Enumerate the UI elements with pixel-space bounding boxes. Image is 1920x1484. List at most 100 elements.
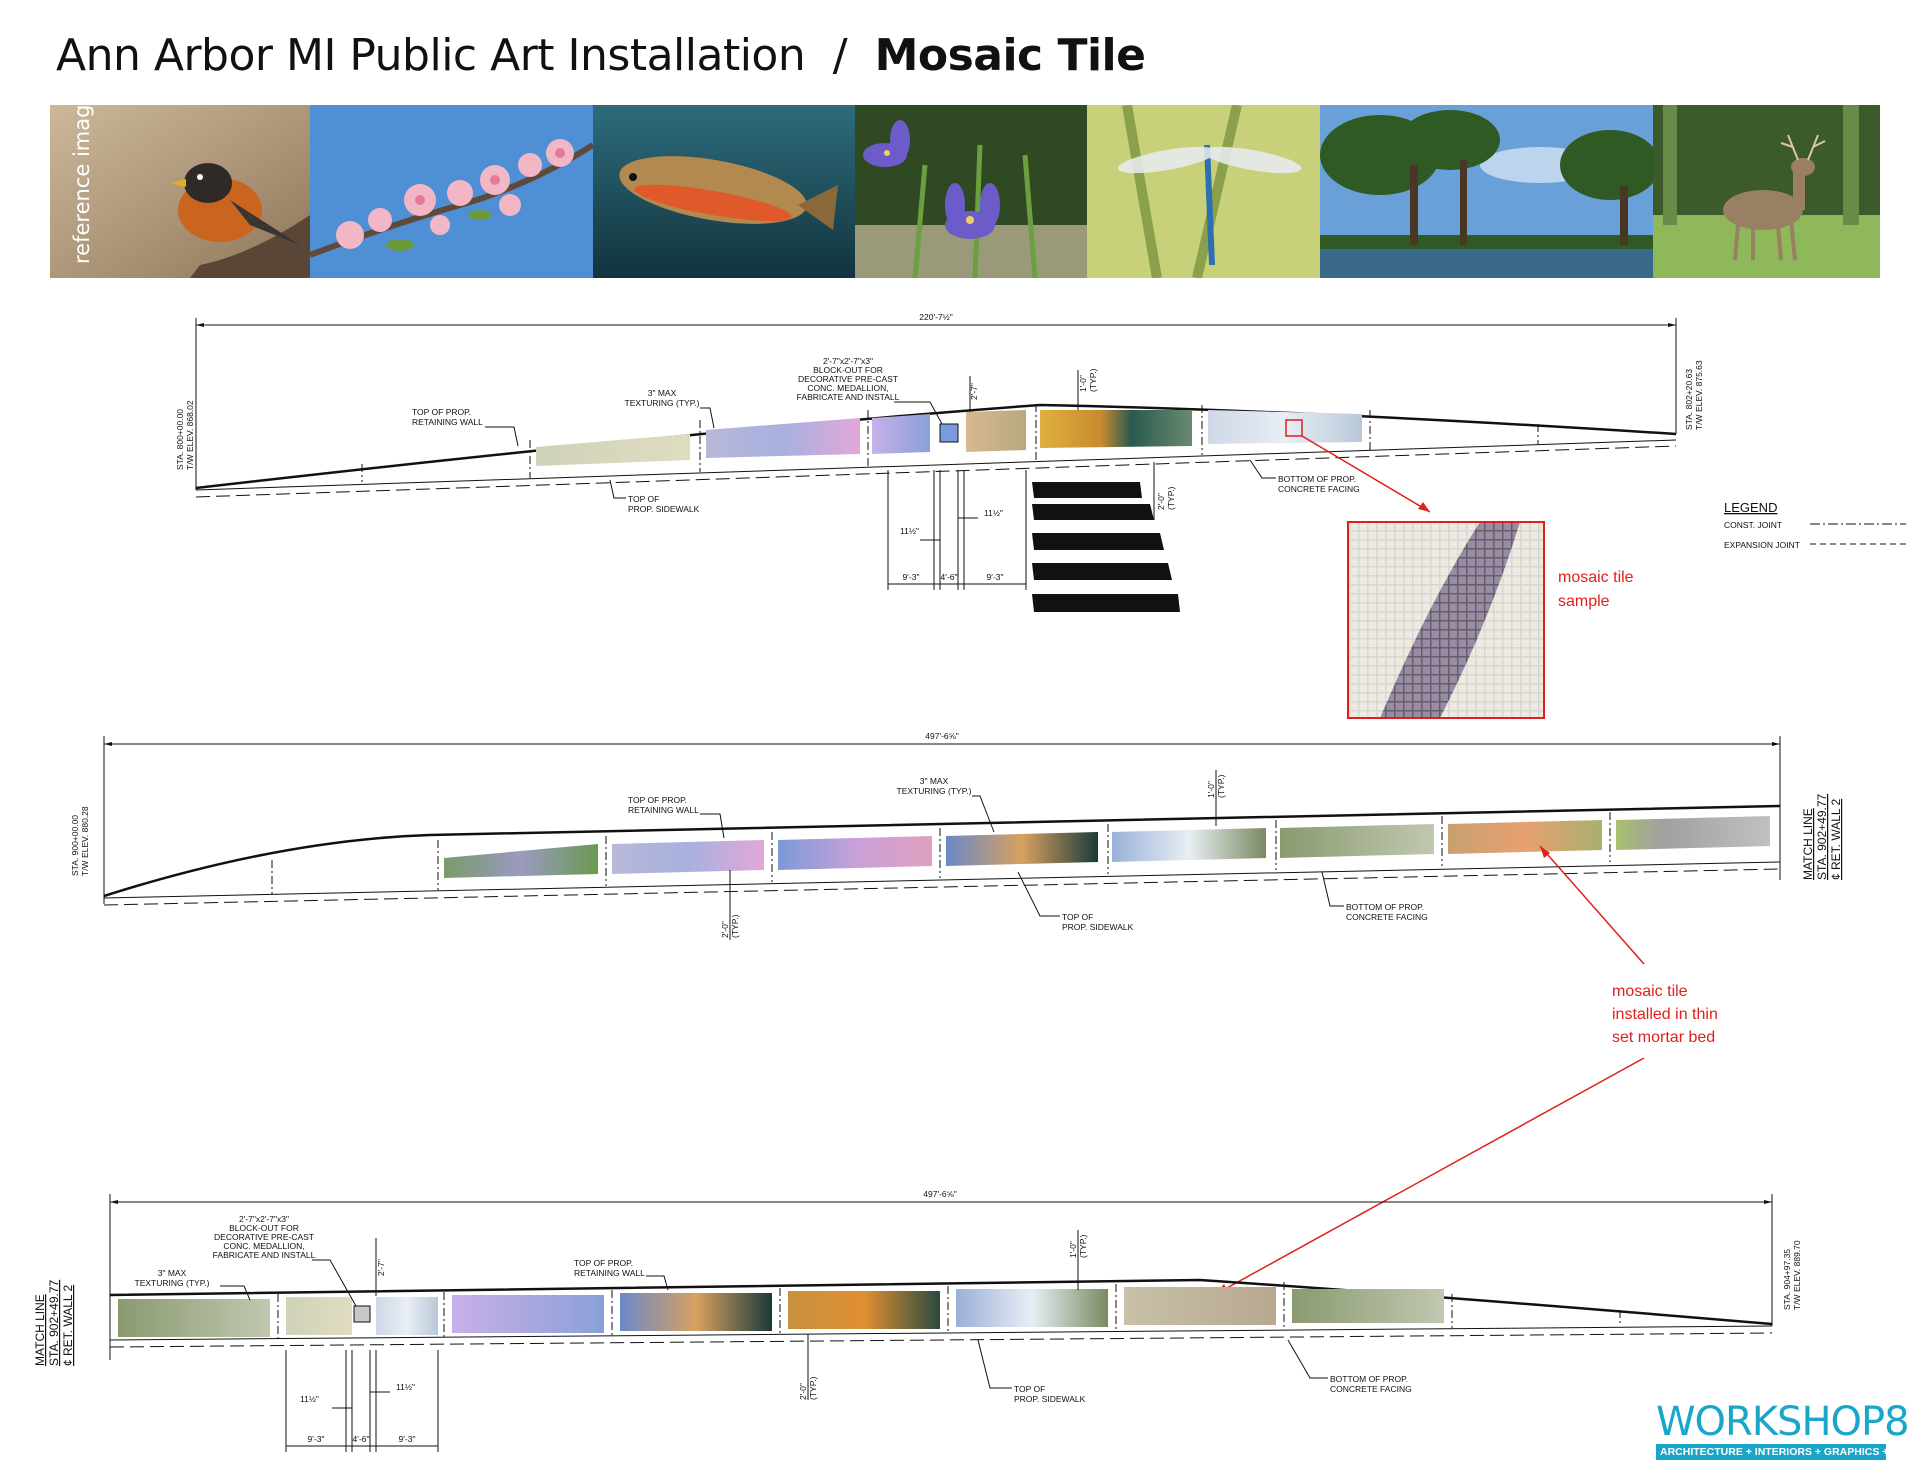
svg-text:T/W ELEV. 868.02: T/W ELEV. 868.02	[185, 400, 195, 470]
svg-text:STA. 900+00.00: STA. 900+00.00	[70, 815, 80, 876]
svg-text:(TYP.): (TYP.)	[730, 914, 740, 938]
svg-text:STA. 800+00.00: STA. 800+00.00	[175, 409, 185, 470]
title-location: Ann Arbor MI Public Art Installation	[56, 30, 806, 81]
wall-3-mosaic-panels	[118, 1287, 1444, 1337]
svg-text:1'-0": 1'-0"	[1068, 1241, 1078, 1258]
wall-1-top-wall-label: TOP OF PROP.RETAINING WALL	[412, 407, 483, 427]
svg-text:11½": 11½"	[984, 508, 1003, 518]
svg-text:9'-3": 9'-3"	[399, 1434, 416, 1444]
reference-imagery-strip: reference imagery	[50, 105, 1880, 278]
apple-blossom-illustration	[310, 105, 593, 278]
svg-text:T/W ELEV. 875.63: T/W ELEV. 875.63	[1694, 360, 1704, 430]
dragonfly-photo	[1087, 105, 1320, 278]
wall-1-mosaic-panels	[536, 410, 1362, 466]
wall-2-10-typ: 1'-0"(TYP.)	[1206, 774, 1226, 798]
svg-text:¢ RET. WALL 2: ¢ RET. WALL 2	[1829, 799, 1843, 880]
wall-3-10-typ: 1'-0"(TYP.)	[1068, 1234, 1088, 1258]
svg-text:9'-3": 9'-3"	[903, 572, 920, 582]
wall-1-blockout-dimensions: 11½" 11½" 9'-3" 4'-6" 9'-3"	[887, 470, 1027, 590]
logo-name: WORKSHOP8	[1656, 1399, 1910, 1445]
svg-text:STA. 802+20.63: STA. 802+20.63	[1684, 369, 1694, 430]
svg-text:MATCH LINE: MATCH LINE	[1801, 808, 1815, 880]
wall-1-27-label: 2'-7"	[969, 383, 979, 400]
wall-1-facing-label: BOTTOM OF PROP.CONCRETE FACING	[1278, 474, 1360, 494]
wall-2-mosaic-panels	[444, 816, 1770, 878]
svg-text:MATCH LINE: MATCH LINE	[33, 1294, 47, 1366]
pine-forest-photo	[1320, 105, 1653, 278]
wall-3-blockout-dimensions: 11½" 11½" 9'-3" 4'-6" 9'-3"	[285, 1350, 439, 1452]
legend-title: LEGEND	[1724, 500, 1777, 515]
robin-illustration	[50, 105, 310, 278]
svg-text:(TYP.): (TYP.)	[1078, 1234, 1088, 1258]
svg-text:2'-0": 2'-0"	[720, 921, 730, 938]
wall-3-27-label: 2'-7"	[376, 1259, 386, 1276]
robin-photo: reference imagery	[50, 105, 310, 278]
legend-const-joint: CONST. JOINT	[1724, 520, 1782, 530]
brook-trout-photo	[593, 105, 855, 278]
svg-text:11½": 11½"	[396, 1382, 415, 1392]
legend: LEGEND CONST. JOINT EXPANSION JOINT	[1724, 500, 1906, 550]
wall-3-facing-label: BOTTOM OF PROP.CONCRETE FACING	[1330, 1374, 1412, 1394]
wall-2-overall-dimension: 497'-6⅝"	[925, 731, 958, 741]
svg-text:¢ RET. WALL 2: ¢ RET. WALL 2	[61, 1285, 75, 1366]
wall-1-crosswalk	[1032, 482, 1180, 612]
deer-illustration	[1653, 105, 1880, 278]
wall-3-top-wall-label: TOP OF PROP.RETAINING WALL	[574, 1258, 645, 1278]
workshop8-logo: WORKSHOP8 ARCHITECTURE + INTERIORS + GRA…	[1656, 1399, 1913, 1460]
title-separator: /	[832, 30, 848, 81]
wall-3-overall-dimension: 497'-6⅝"	[923, 1189, 956, 1199]
svg-text:T/W ELEV. 880.28: T/W ELEV. 880.28	[80, 806, 90, 876]
wall-1-20-typ: 2'-0"(TYP.)	[1156, 486, 1176, 510]
svg-text:2'-0": 2'-0"	[798, 1383, 808, 1400]
wall-3-20-typ: 2'-0"(TYP.)	[798, 1376, 818, 1400]
svg-text:(TYP.): (TYP.)	[1166, 486, 1176, 510]
svg-text:9'-3": 9'-3"	[987, 572, 1004, 582]
apple-blossom-photo	[310, 105, 593, 278]
wall-2-20-typ: 2'-0"(TYP.)	[720, 914, 740, 938]
pine-forest-illustration	[1320, 105, 1653, 278]
svg-text:1'-0": 1'-0"	[1078, 375, 1088, 392]
wall-2-top-wall-label: TOP OF PROP.RETAINING WALL	[628, 795, 699, 815]
dragonfly-illustration	[1087, 105, 1320, 278]
svg-text:STA. 902+49.77: STA. 902+49.77	[1815, 794, 1829, 881]
legend-expansion-joint: EXPANSION JOINT	[1724, 540, 1800, 550]
svg-text:2'-0": 2'-0"	[1156, 493, 1166, 510]
wall-2-facing-label: BOTTOM OF PROP.CONCRETE FACING	[1346, 902, 1428, 922]
wall-1-10-typ: 1'-0"(TYP.)	[1078, 368, 1098, 392]
svg-text:4'-6": 4'-6"	[353, 1434, 370, 1444]
wall-1-overall-dimension: 220'-7½"	[919, 312, 952, 322]
iris-illustration	[855, 105, 1087, 278]
page-title: Ann Arbor MI Public Art Installation / M…	[56, 30, 1146, 81]
svg-text:STA. 904+97.35: STA. 904+97.35	[1782, 1249, 1792, 1310]
svg-text:(TYP.): (TYP.)	[1216, 774, 1226, 798]
svg-text:11½": 11½"	[300, 1394, 319, 1404]
svg-text:1'-0": 1'-0"	[1206, 781, 1216, 798]
brook-trout-illustration	[593, 105, 855, 278]
title-subject: Mosaic Tile	[874, 30, 1146, 81]
iris-photo	[855, 105, 1087, 278]
svg-text:(TYP.): (TYP.)	[1088, 368, 1098, 392]
deer-photo	[1653, 105, 1880, 278]
svg-text:STA. 902+49.77: STA. 902+49.77	[47, 1280, 61, 1367]
svg-text:4'-6": 4'-6"	[941, 572, 958, 582]
